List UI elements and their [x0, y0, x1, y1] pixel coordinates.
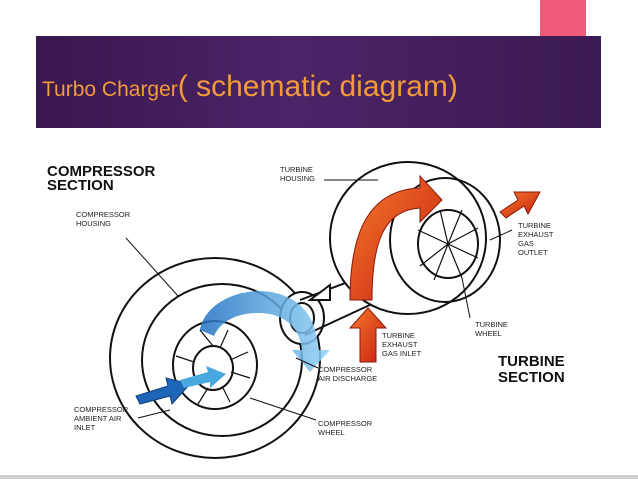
title-part-2: ( schematic diagram)	[177, 70, 458, 103]
title-part-1: Turbo Charger	[42, 78, 178, 101]
compressor-inflow-arrow	[180, 366, 226, 388]
title-bar	[36, 36, 601, 128]
exhaust-inlet-arrow	[348, 307, 388, 363]
label-compressor-ambient-air-inlet: COMPRESSOR	[74, 405, 129, 414]
label-compressor-wheel: COMPRESSOR	[318, 419, 373, 428]
compressor-flow-arrow	[200, 291, 330, 372]
label-compressor-section: COMPRESSOR	[47, 163, 156, 180]
label-turbine-housing: TURBINE	[280, 165, 313, 174]
label-turbine-exhaust-outlet: OUTLET	[518, 248, 548, 257]
label-turbine-exhaust-outlet: TURBINE	[518, 221, 551, 230]
exhaust-flow-arrow	[349, 174, 443, 301]
label-turbine-exhaust-inlet: TURBINE	[382, 331, 415, 340]
pointer-lines	[125, 179, 513, 421]
label-turbine-section: TURBINE	[498, 353, 565, 370]
label-turbine-exhaust-inlet: EXHAUST	[382, 340, 418, 349]
label-compressor-housing: COMPRESSOR	[76, 210, 131, 219]
label-compressor-wheel: WHEEL	[318, 428, 345, 437]
label-compressor-air-discharge: COMPRESSOR	[318, 365, 373, 374]
label-compressor-air-discharge: AIR DISCHARGE	[318, 374, 377, 383]
label-turbine-exhaust-outlet: EXHAUST	[518, 230, 554, 239]
exhaust-outlet-arrow	[499, 191, 541, 219]
label-compressor-housing: HOUSING	[76, 219, 111, 228]
label-turbine-wheel: WHEEL	[475, 329, 502, 338]
label-turbine-section: SECTION	[498, 369, 565, 386]
ambient-air-inlet-arrow	[135, 377, 191, 406]
label-turbine-wheel: TURBINE	[475, 320, 508, 329]
label-compressor-section: SECTION	[47, 177, 114, 194]
label-compressor-ambient-air-inlet: AMBIENT AIR	[74, 414, 122, 423]
label-turbine-exhaust-outlet: GAS	[518, 239, 534, 248]
bottom-divider	[0, 475, 638, 479]
label-turbine-housing: HOUSING	[280, 174, 315, 183]
slide-title: Turbo Charger( schematic diagram)	[42, 70, 458, 104]
label-turbine-exhaust-inlet: GAS INLET	[382, 349, 422, 358]
label-compressor-ambient-air-inlet: INLET	[74, 423, 96, 432]
compressor-housing	[109, 257, 321, 459]
turbine-wheel	[417, 209, 479, 281]
